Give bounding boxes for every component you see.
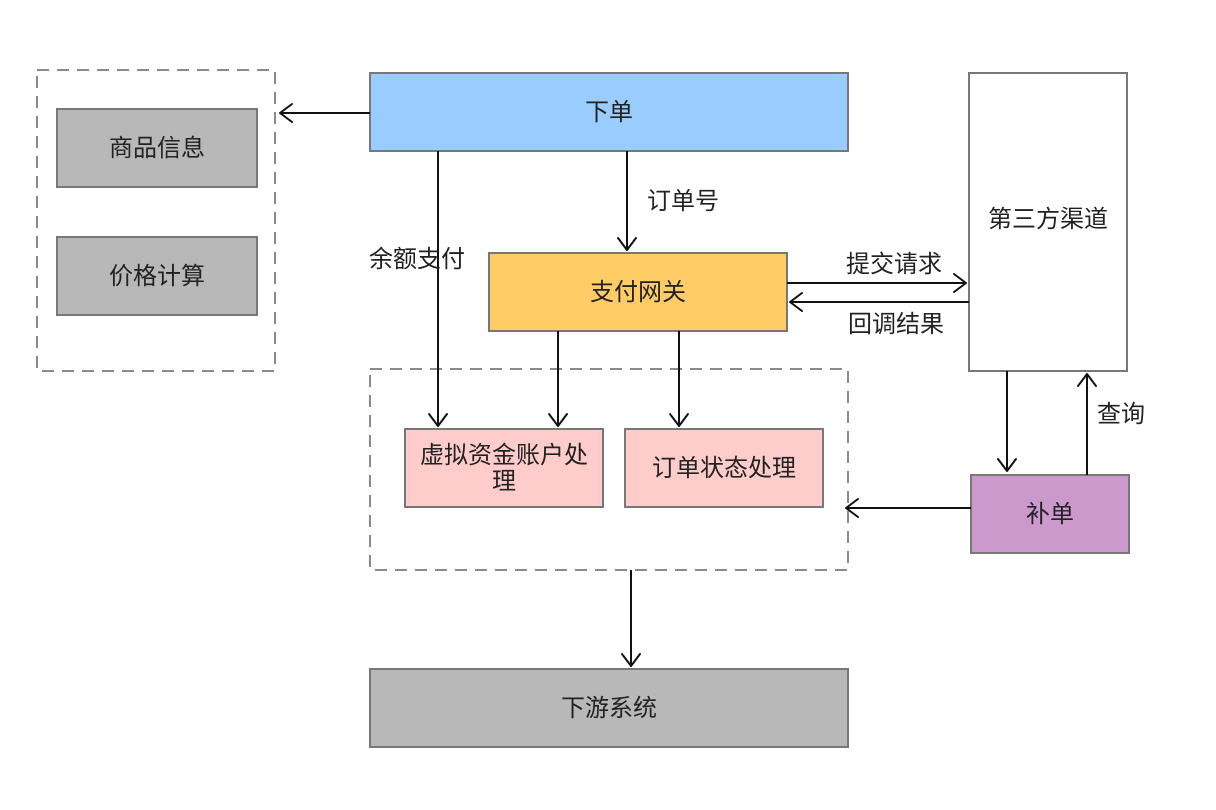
downstream-node bbox=[369, 668, 849, 748]
submit-request-label: 提交请求 bbox=[846, 250, 942, 278]
order-status-node bbox=[624, 428, 824, 508]
order-status-label: 订单状态处理 bbox=[652, 454, 796, 482]
arrowhead-reorder-to-processing-group bbox=[845, 498, 859, 518]
price-calc-label: 价格计算 bbox=[109, 262, 205, 290]
virtual-account-label-line2: 理 bbox=[492, 467, 516, 495]
arrowhead-order-to-virtual-account bbox=[428, 413, 448, 427]
left-dashed-group bbox=[36, 69, 276, 372]
third-party-channel-label: 第三方渠道 bbox=[988, 205, 1108, 233]
arrowhead-third-party-to-gateway bbox=[789, 292, 803, 312]
product-info-node bbox=[56, 108, 258, 188]
virtual-account-label-line1: 虚拟资金账户处 bbox=[420, 441, 588, 469]
callback-result-label: 回调结果 bbox=[848, 310, 944, 338]
arrowhead-third-party-to-reorder bbox=[997, 458, 1017, 472]
arrowhead-reorder-to-third-party bbox=[1077, 373, 1097, 387]
payment-gateway-label: 支付网关 bbox=[590, 278, 686, 306]
price-calc-node bbox=[56, 236, 258, 316]
order-node bbox=[369, 72, 849, 152]
virtual-account-node bbox=[404, 428, 604, 508]
downstream-label: 下游系统 bbox=[561, 694, 657, 722]
order-number-label: 订单号 bbox=[647, 187, 719, 215]
payment-gateway-node bbox=[488, 252, 788, 332]
arrowhead-processing-to-downstream bbox=[621, 653, 641, 667]
order-label: 下单 bbox=[585, 98, 633, 126]
arrowhead-gateway-to-virtual-account bbox=[548, 413, 568, 427]
arrowhead-order-to-gateway bbox=[617, 237, 637, 251]
arrowhead-gateway-to-third-party bbox=[953, 273, 967, 293]
product-info-label: 商品信息 bbox=[109, 134, 205, 162]
arrowhead-order-to-product-group bbox=[279, 103, 293, 123]
reorder-label: 补单 bbox=[1026, 500, 1074, 528]
third-party-channel-node bbox=[968, 72, 1128, 372]
arrowhead-gateway-to-order-status bbox=[669, 413, 689, 427]
balance-payment-label: 余额支付 bbox=[369, 245, 465, 273]
reorder-node bbox=[970, 474, 1130, 554]
query-label: 查询 bbox=[1097, 400, 1145, 428]
